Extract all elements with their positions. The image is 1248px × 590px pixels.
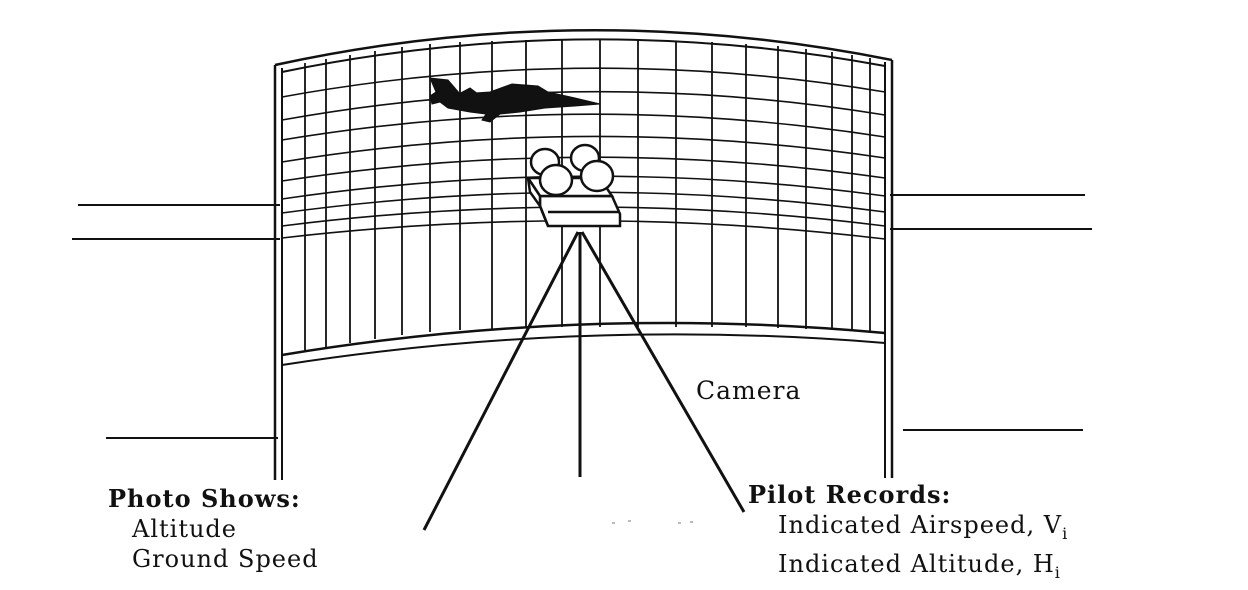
- photo-shows-title: Photo Shows:: [108, 484, 301, 513]
- pilot-item-indicated-altitude: Indicated Altitude, Hi: [748, 549, 1068, 588]
- photo-item-altitude: Altitude: [132, 515, 237, 543]
- pilot-records-title: Pilot Records:: [748, 480, 952, 509]
- camera-lens-front-left: [538, 163, 574, 197]
- board-bottom-frame-upper: [281, 321, 886, 357]
- board-bottom-frame-lower: [281, 333, 886, 366]
- photo-item-ground-speed: Ground Speed: [132, 545, 319, 573]
- photo-shows-block: Photo Shows: Altitude Ground Speed: [108, 484, 319, 574]
- pilot-item-indicated-altitude-subscript: i: [1054, 563, 1061, 582]
- aircraft-silhouette-icon: [429, 77, 601, 123]
- tripod-icon: [422, 231, 746, 531]
- board-top-frame-inner: [281, 38, 886, 73]
- pilot-records-block: Pilot Records: Indicated Airspeed, Vi In…: [748, 480, 1068, 588]
- horizon-lines: [72, 194, 1092, 439]
- grid-board: [273, 28, 894, 480]
- board-top-frame-outer: [274, 28, 893, 67]
- camera-icon: [525, 143, 622, 228]
- camera-lens-front-right: [579, 159, 615, 193]
- camera-label: Camera: [696, 376, 802, 405]
- pilot-item-indicated-airspeed-subscript: i: [1062, 524, 1069, 543]
- pilot-item-indicated-airspeed: Indicated Airspeed, Vi: [748, 510, 1068, 549]
- tripod-leg-right: [580, 231, 746, 513]
- scan-specks: [612, 520, 693, 524]
- pilot-item-indicated-airspeed-text: Indicated Airspeed, V: [778, 511, 1063, 539]
- pilot-item-indicated-altitude-text: Indicated Altitude, H: [778, 550, 1055, 578]
- tripod-leg-left: [422, 231, 580, 531]
